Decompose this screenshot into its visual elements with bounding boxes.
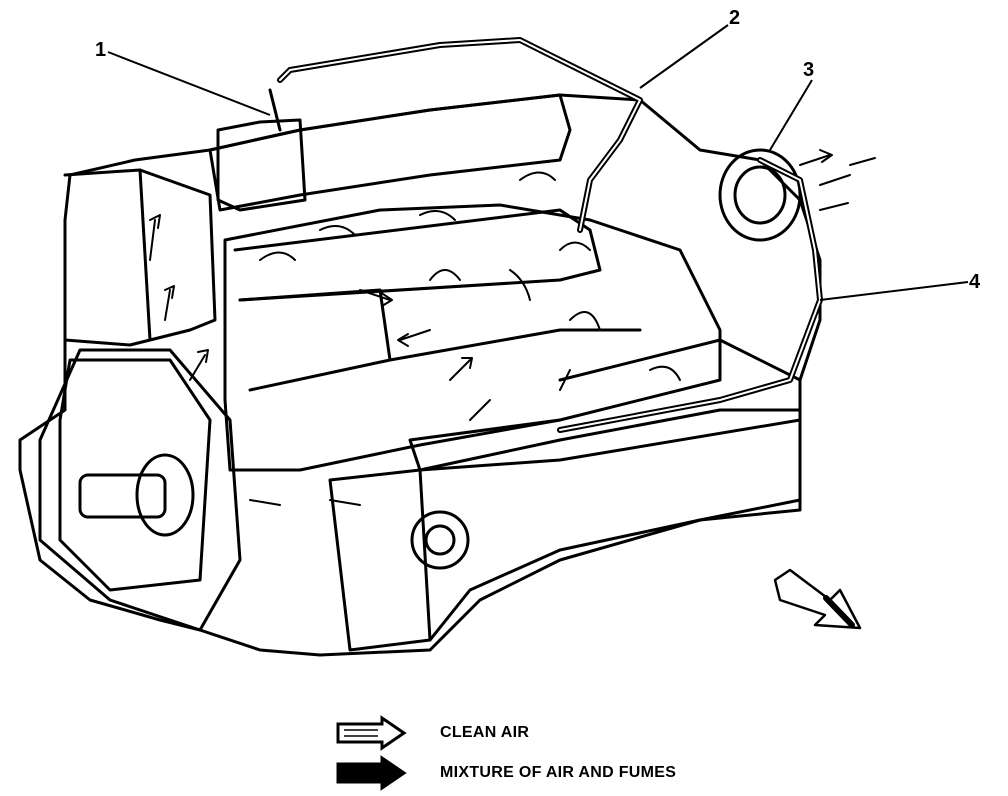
legend-clean-air-label: CLEAN AIR	[440, 724, 530, 741]
callout-2: 2	[729, 7, 741, 29]
legend-clean-air: CLEAN AIR	[338, 718, 529, 748]
left-valve-cover	[208, 93, 572, 212]
front-direction-arrow	[773, 568, 862, 630]
pcv-valve-1	[216, 118, 307, 212]
legend-mixture: MIXTURE OF AIR AND FUMES	[338, 758, 676, 788]
leader-3	[769, 79, 813, 151]
callout-3: 3	[803, 59, 815, 81]
throttle-body-3	[718, 148, 802, 242]
rear-cap	[63, 168, 217, 347]
callout-1: 1	[95, 39, 107, 61]
callout-4: 4	[969, 271, 981, 293]
pcv-tube-4	[557, 157, 823, 433]
intake-manifold	[233, 208, 602, 302]
front-cover	[38, 348, 242, 632]
leader-1	[107, 51, 271, 116]
engine-valley	[223, 203, 722, 472]
crank-pulley	[135, 453, 195, 537]
legend-mixture-label: MIXTURE OF AIR AND FUMES	[440, 764, 677, 781]
airflow-arrows	[149, 149, 876, 506]
right-valve-cover	[408, 338, 802, 472]
legend-mixture-icon	[336, 755, 407, 791]
legend-clean-air-icon	[336, 715, 407, 751]
distributor	[410, 510, 470, 570]
crank-snout	[78, 473, 167, 519]
leader-4	[819, 281, 969, 301]
leader-2	[639, 24, 729, 89]
oil-pan	[328, 408, 802, 652]
